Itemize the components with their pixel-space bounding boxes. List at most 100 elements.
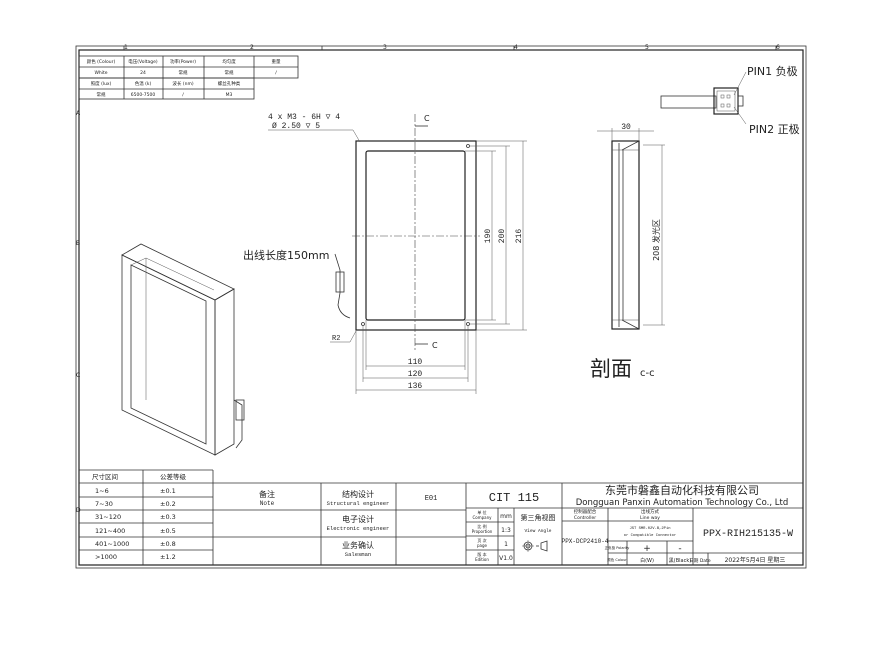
tol-value: ±0.1 (160, 487, 176, 495)
tol-range: 1~6 (95, 487, 109, 495)
projection-label: 第三角视图 (521, 513, 556, 522)
electronic-label-en: Electronic engineer (327, 525, 390, 532)
product-name: CIT 115 (489, 491, 539, 505)
tol-value: ±0.8 (160, 540, 176, 548)
tol-range: 121~400 (95, 527, 125, 535)
polarity-positive: + (643, 544, 651, 554)
lineway-value: JST SMR-02V-B,2Pin (629, 526, 670, 531)
scale-label: 比 例 (477, 523, 486, 529)
tol-range: 7~30 (95, 500, 113, 508)
page-value: 1 (504, 541, 508, 548)
tol-range: 401~1000 (95, 540, 129, 548)
note-label: 备注 (259, 489, 275, 499)
dim-30: 30 (621, 123, 631, 132)
projection-label-en: View Angle (524, 528, 551, 534)
unit-label: 单 位 (477, 509, 486, 515)
zone-a: A (76, 110, 81, 117)
spec-value: / (182, 92, 184, 98)
spec-header: 重量 (272, 58, 281, 65)
spec-header: 照度 (lux) (91, 80, 112, 87)
colour-label: 颜色 Colour (607, 557, 627, 562)
controller-value: PPX-DCP2410-4 (562, 538, 609, 545)
dim-136: 136 (408, 382, 423, 391)
company-name-en: Dongguan Panxin Automation Technology Co… (576, 498, 789, 508)
page-label: 页 次 (477, 537, 486, 543)
pin2-label: PIN2 正极 (749, 122, 800, 136)
spec-header: 螺丝孔种类 (218, 80, 241, 87)
scale-value: 1:3 (501, 527, 511, 534)
lineway-label: 出线方式 (641, 508, 659, 515)
edition-label-en: Edition (475, 557, 489, 562)
pin1-label: PIN1 负极 (747, 64, 798, 78)
section-title-suffix: c-c (640, 368, 655, 379)
dim-190: 190 (484, 229, 493, 244)
spec-header: 电压(Voltage) (128, 58, 158, 65)
zone-b: B (76, 240, 80, 247)
tol-value: ±0.2 (160, 500, 176, 508)
sales-label: 业务确认 (342, 540, 374, 550)
isometric-view (121, 243, 245, 456)
colour-negative: 黑(Black) (669, 558, 691, 564)
zone-6: 6 (776, 44, 780, 51)
electronic-label: 电子设计 (342, 514, 374, 524)
zone-2: 2 (250, 44, 254, 51)
tol-value: ±1.2 (160, 553, 176, 561)
date-label: 日期 Date (689, 558, 710, 564)
dim-110: 110 (408, 358, 423, 367)
controller-label: 控制器配合 (574, 508, 597, 515)
spec-table: 颜色 (Colour) 电压(Voltage) 功率(Power) 均匀度 重量… (78, 55, 299, 100)
dim-200: 200 (498, 229, 507, 244)
spec-header: 色温 (k) (135, 80, 152, 87)
hole-note-1: 4 x M3 - 6H ▽ 4 (268, 113, 340, 122)
connector-view: PIN1 负极 PIN2 正极 (660, 64, 800, 136)
spec-value: White (94, 70, 107, 76)
zone-d: D (76, 507, 81, 514)
spec-value: 常规 (179, 69, 188, 76)
section-mark-bottom: C (432, 341, 438, 350)
spec-value: 常规 (97, 91, 106, 98)
front-view: C C 4 x M3 - 6H ▽ 4 Ø 2.50 ▽ 5 出线长度150mm… (243, 113, 527, 394)
page-label-en: page (477, 543, 488, 548)
note-label-en: Note (260, 500, 275, 507)
dim-216: 216 (515, 229, 524, 244)
outer-frame (75, 45, 807, 569)
lineway-value-2: or Compatible Connector (624, 533, 676, 538)
polarity-negative: - (678, 544, 681, 554)
tol-range: >1000 (95, 553, 117, 561)
sales-label-en: Salesman (345, 551, 371, 558)
section-view: 30 208 发光区 剖面 c-c (590, 123, 665, 381)
spec-value: 6500-7500 (131, 92, 156, 98)
part-number: PPX-RIH215135-W (703, 529, 793, 540)
controller-label-en: Controller (574, 515, 596, 521)
spec-value: 24 (140, 70, 146, 76)
tolerance-table: 尺寸区间 公差等级 1~6±0.1 7~30±0.2 31~120±0.3 12… (79, 469, 803, 565)
zone-3: 3 (383, 44, 387, 51)
tol-header: 公差等级 (160, 472, 187, 481)
spec-value: / (275, 70, 277, 76)
inner-frame (78, 49, 804, 566)
zone-c: C (76, 372, 80, 379)
tol-value: ±0.3 (160, 513, 176, 521)
section-title: 剖面 (590, 357, 632, 381)
company-name-cn: 东莞市磐鑫自动化科技有限公司 (605, 483, 759, 497)
hole-note-2: Ø 2.50 ▽ 5 (272, 122, 320, 131)
spec-header: 功率(Power) (170, 58, 196, 65)
edition-label: 版 本 (477, 551, 486, 557)
title-block: 备注 Note 结构设计 Structural engineer E01 电子设… (259, 483, 803, 565)
scale-label-en: Proportion (472, 529, 493, 534)
radius-note: R2 (332, 335, 340, 343)
spec-header: 波长 (nm) (172, 80, 193, 87)
date-value: 2022年5月4日 星期三 (725, 556, 786, 564)
colour-positive: 白(W) (640, 557, 654, 564)
cable-length-note: 出线长度150mm (243, 248, 329, 262)
spec-value: 常规 (225, 69, 234, 76)
edition-value: V1.0 (499, 555, 513, 562)
spec-header: 均匀度 (222, 58, 236, 65)
zone-5: 5 (645, 44, 649, 51)
unit-value: mm (500, 513, 512, 520)
spec-value: M3 (226, 92, 233, 98)
lineway-label-en: Line way (640, 515, 660, 521)
third-angle-projection-icon (522, 540, 548, 552)
